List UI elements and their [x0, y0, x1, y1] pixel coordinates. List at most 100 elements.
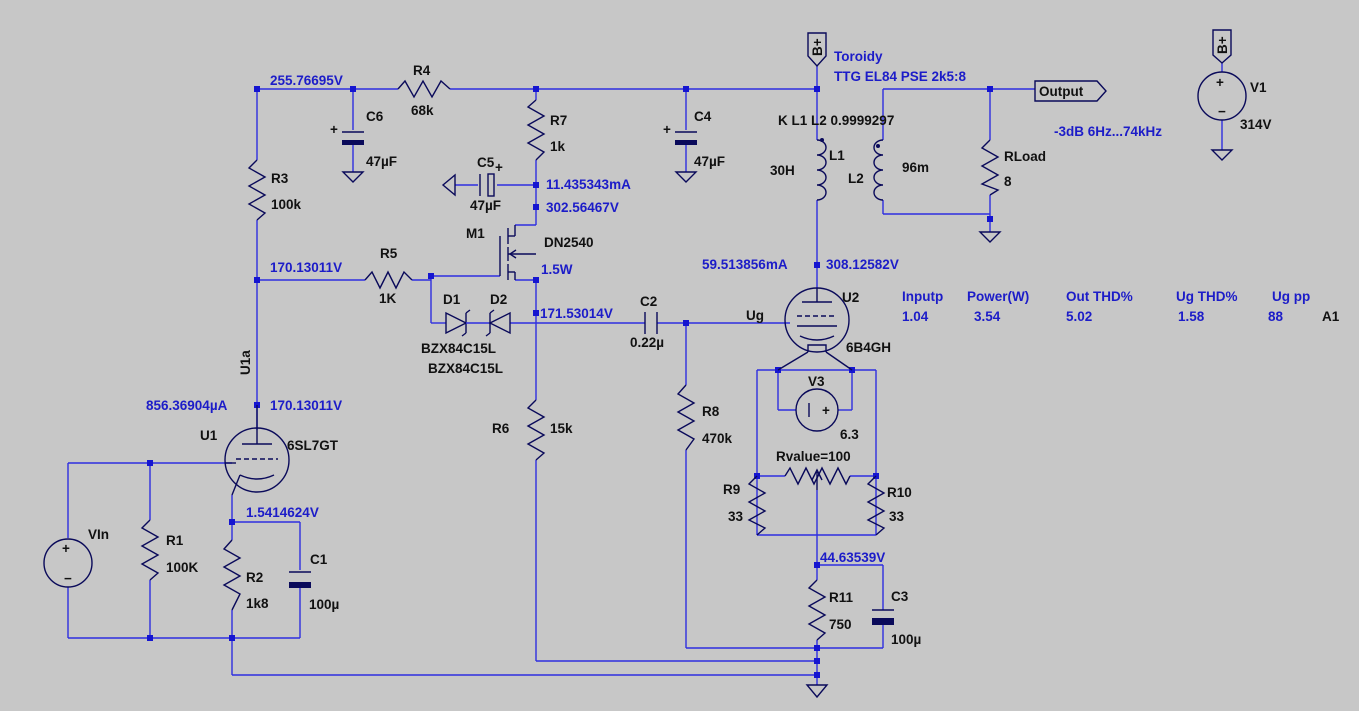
mosfet-m1[interactable]	[499, 225, 536, 280]
results-header: Ug THD%	[1176, 289, 1238, 304]
r11-value: 750	[829, 617, 852, 632]
c6-value: 47µF	[366, 154, 397, 169]
capacitor-c4[interactable]: +	[663, 122, 697, 145]
resistor-r5[interactable]	[364, 270, 413, 290]
output-port[interactable]: Output	[1034, 80, 1107, 102]
resistor-r11[interactable]	[807, 579, 827, 641]
resistor-r4[interactable]	[397, 79, 451, 99]
annotations: Toroidy TTG EL84 PSE 2k5:8 -3dB 6Hz...74…	[834, 49, 1162, 139]
node-u1-cathode: 1.5414624V	[246, 505, 319, 520]
bandwidth-note: -3dB 6Hz...74kHz	[1054, 124, 1162, 139]
voltage-source-v1[interactable]: + −	[1197, 71, 1247, 121]
node-source: 171.53014V	[540, 306, 613, 321]
results-header: Out THD%	[1066, 289, 1133, 304]
capacitor-c5[interactable]: +	[479, 160, 503, 197]
r8-ref: R8	[702, 404, 720, 419]
svg-text:+: +	[495, 160, 503, 175]
u2-value: 6B4GH	[846, 340, 891, 355]
r3-value: 100k	[271, 197, 302, 212]
u2-ref: U2	[842, 290, 859, 305]
l1-value: 30H	[770, 163, 795, 178]
r10-ref: R10	[887, 485, 912, 500]
r1-ref: R1	[166, 533, 184, 548]
component-labels: R4 68k C6 47µF R7 1k C4 47µF C5 47µF R3 …	[88, 63, 1340, 647]
m1-value: DN2540	[544, 235, 594, 250]
c2-value: 0.22µ	[630, 335, 664, 350]
results-value: 3.54	[974, 309, 1001, 324]
r8-value: 470k	[702, 431, 733, 446]
rload-ref: RLoad	[1004, 149, 1046, 164]
rload-value: 8	[1004, 174, 1012, 189]
triode-u1[interactable]	[224, 405, 290, 496]
d1-value: BZX84C15L	[421, 341, 496, 356]
resistor-r7[interactable]	[526, 99, 546, 161]
svg-text:+: +	[330, 122, 338, 137]
r5-value: 1K	[379, 291, 397, 306]
c6-ref: C6	[366, 109, 384, 124]
c3-value: 100µ	[891, 632, 921, 647]
svg-text:−: −	[64, 571, 72, 586]
results-value: 1.58	[1178, 309, 1205, 324]
u1a-label: U1a	[238, 350, 253, 375]
wires	[67, 55, 1223, 685]
resistor-r2[interactable]	[222, 539, 242, 611]
resistor-r1[interactable]	[140, 519, 160, 581]
results-value: 88	[1268, 309, 1284, 324]
bplus-flag-v1: B+	[1212, 29, 1232, 64]
c1-ref: C1	[310, 552, 328, 567]
results-value: 1.04	[902, 309, 929, 324]
transformer-note: TTG EL84 PSE 2k5:8	[834, 69, 967, 84]
coupling-directive: K L1 L2 0.9999297	[778, 113, 894, 128]
results-header: Ug pp	[1272, 289, 1310, 304]
resistor-r8[interactable]	[676, 384, 696, 451]
m1-power: 1.5W	[541, 262, 573, 277]
resistor-r10[interactable]	[866, 475, 886, 536]
capacitor-c3[interactable]	[872, 609, 894, 625]
resistor-r9[interactable]	[747, 475, 767, 536]
d1-ref: D1	[443, 292, 461, 307]
u1-value: 6SL7GT	[287, 438, 339, 453]
node-u1-current: 856.36904µA	[146, 398, 228, 413]
u1-ref: U1	[200, 428, 218, 443]
r9-value: 33	[728, 509, 744, 524]
resistor-rload[interactable]	[980, 139, 1000, 196]
r11-ref: R11	[829, 590, 854, 605]
svg-text:Output: Output	[1039, 84, 1084, 99]
c1-value: 100µ	[309, 597, 339, 612]
svg-text:+: +	[663, 122, 671, 137]
capacitor-c1[interactable]	[289, 571, 311, 588]
svg-text:B+: B+	[810, 38, 825, 56]
capacitor-c2[interactable]	[644, 312, 658, 334]
r4-value: 68k	[411, 103, 434, 118]
svg-text:+: +	[822, 403, 830, 418]
svg-text:+: +	[62, 541, 70, 556]
l2-value: 96m	[902, 160, 929, 175]
resistor-r3[interactable]	[247, 159, 267, 221]
r1-value: 100K	[166, 560, 199, 575]
resistor-r6[interactable]	[526, 399, 546, 461]
m1-ref: M1	[466, 226, 485, 241]
results-table: Inputp Power(W) Out THD% Ug THD% Ug pp 1…	[902, 289, 1310, 324]
potentiometer-rvalue[interactable]	[784, 466, 851, 490]
capacitor-c6[interactable]: +	[330, 122, 364, 145]
rpot-value: Rvalue=100	[776, 449, 851, 464]
zener-d2[interactable]	[485, 309, 511, 337]
ground-symbols	[341, 149, 1234, 699]
inductor-l2[interactable]	[873, 139, 884, 201]
r7-ref: R7	[550, 113, 567, 128]
l1-ref: L1	[829, 148, 845, 163]
ug-label: Ug	[746, 308, 764, 323]
pentode-u2[interactable]	[777, 287, 853, 371]
r4-ref: R4	[413, 63, 431, 78]
c5-ref: C5	[477, 155, 495, 170]
voltage-source-vin[interactable]: + −	[43, 538, 93, 588]
inductor-l1[interactable]	[816, 138, 827, 201]
voltage-source-v3[interactable]: +	[795, 388, 839, 432]
results-value: 5.02	[1066, 309, 1092, 324]
node-u2-current: 59.513856mA	[702, 257, 788, 272]
r7-value: 1k	[550, 139, 566, 154]
r2-ref: R2	[246, 570, 263, 585]
r6-ref: R6	[492, 421, 510, 436]
zener-d1[interactable]	[445, 309, 490, 337]
